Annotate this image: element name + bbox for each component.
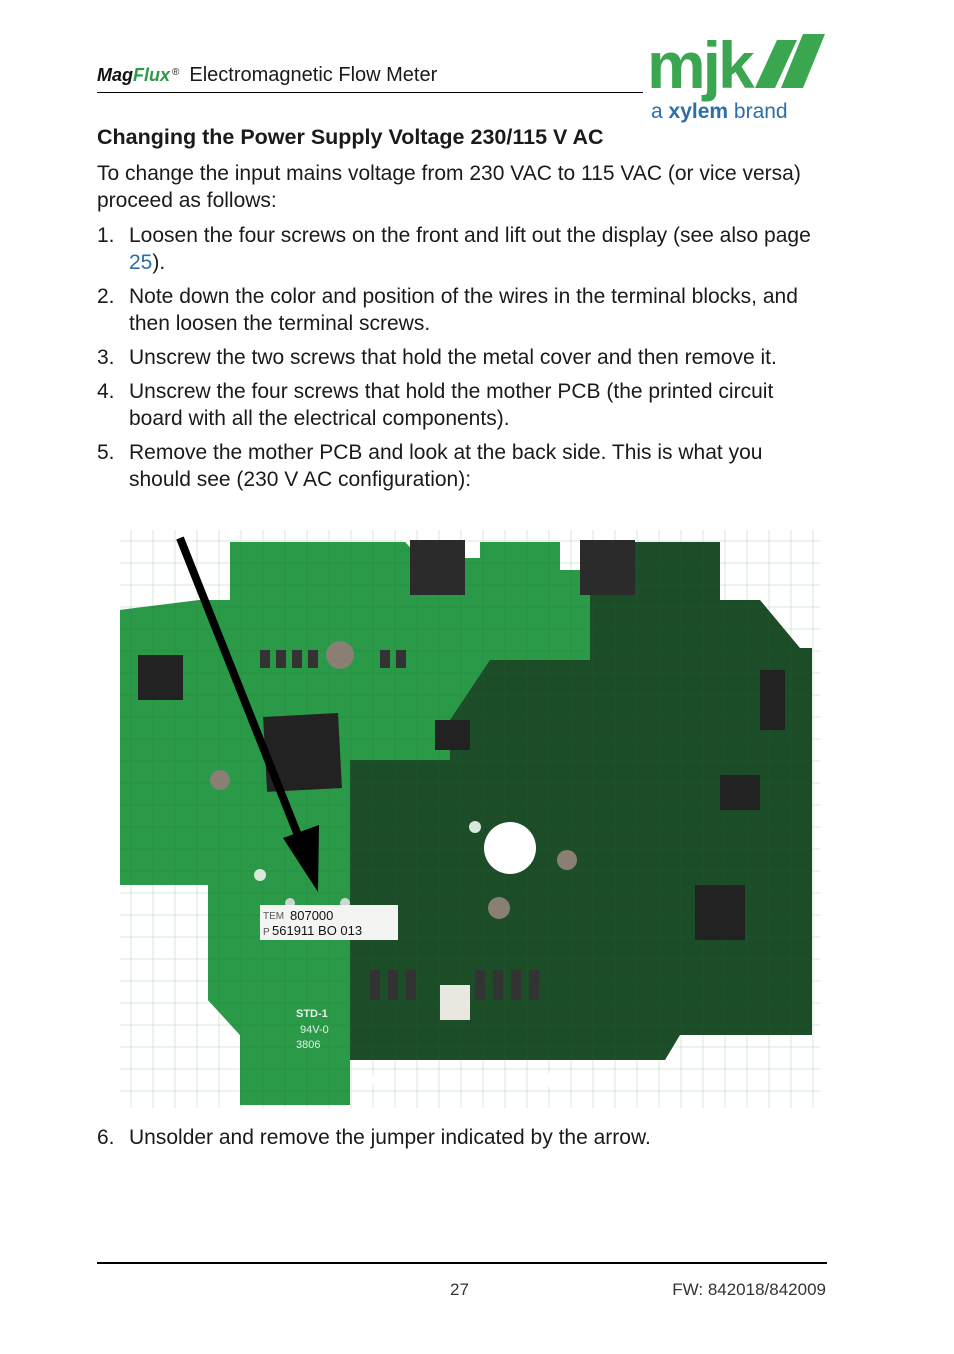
pcb-ic-8 [720, 775, 760, 810]
pcb-ic-2 [410, 540, 465, 595]
firmware-version: FW: 842018/842009 [672, 1280, 826, 1299]
pcb-ic-7 [760, 670, 785, 730]
arrow-head [283, 825, 319, 892]
pcb-ic-5 [138, 655, 183, 700]
logo-tagline: a xylem brand [651, 100, 788, 123]
header-rule [97, 92, 643, 93]
pcb-ic-1 [263, 713, 342, 792]
page-number: 27 [450, 1280, 469, 1299]
mjk-logo: mjk [647, 30, 825, 102]
logo-wordmark: mjk [647, 30, 755, 102]
arrow-shaft [176, 536, 307, 850]
header-brand: MagFlux® Electromagnetic Flow Meter [97, 64, 437, 87]
pcb-capacitor [488, 897, 510, 919]
brand-mag: Mag [97, 65, 133, 85]
step-item: 2.Note down the color and position of th… [97, 285, 798, 335]
step-item: 5.Remove the mother PCB and look at the … [97, 441, 763, 491]
pcb-photo: TEM 807000 P 561911 BO 013 STD-1 94V-0 3… [120, 530, 820, 1108]
pcb-optocoupler [440, 985, 470, 1020]
pcb-ic-6 [435, 720, 470, 750]
pcb-label-line1-prefix: TEM [263, 911, 284, 922]
step-item: 4.Unscrew the four screws that hold the … [97, 380, 774, 430]
pcb-hole [425, 1075, 435, 1085]
pcb-label-line2-prefix: P [263, 927, 270, 938]
pcb-mount-hole [484, 822, 536, 874]
section-heading: Changing the Power Supply Voltage 230/11… [97, 125, 604, 149]
pcb-resistor-row-2 [370, 970, 539, 1000]
pcb-capacitor [326, 641, 354, 669]
footer-rule [97, 1262, 827, 1264]
pcb-date-code: 3806 [296, 1039, 320, 1051]
steps-list: 1.Loosen the four screws on the front an… [97, 222, 827, 500]
step-item: 3.Unscrew the two screws that hold the m… [97, 346, 777, 369]
logo-slash-1 [755, 40, 797, 88]
page-link[interactable]: 25 [129, 251, 153, 274]
intro-paragraph: To change the input mains voltage from 2… [97, 162, 801, 212]
brand-flux: Flux [133, 65, 171, 85]
pcb-label-line1: 807000 [290, 908, 333, 923]
pcb-capacitor [557, 850, 577, 870]
pcb-rating-mark: 94V-0 [300, 1024, 329, 1036]
pcb-capacitor [210, 770, 230, 790]
header-title: Electromagnetic Flow Meter [189, 64, 438, 86]
pcb-label-line2: 561911 BO 013 [272, 923, 362, 938]
logo-slash-2 [781, 34, 825, 88]
pcb-std-mark: STD-1 [296, 1008, 328, 1020]
pcb-resistor-row-1 [260, 650, 406, 668]
pcb-hole [371, 1073, 385, 1087]
pcb-ic-3 [580, 540, 635, 595]
pcb-ic-4 [695, 885, 745, 940]
step-item: 1.Loosen the four screws on the front an… [97, 224, 811, 274]
pcb-label-sticker [260, 905, 398, 940]
pcb-hole [254, 869, 266, 881]
brand-registered: ® [172, 66, 180, 78]
pcb-hole [469, 821, 481, 833]
step-item: 6.Unsolder and remove the jumper indicat… [97, 1126, 651, 1149]
pcb-hole [543, 1073, 557, 1087]
